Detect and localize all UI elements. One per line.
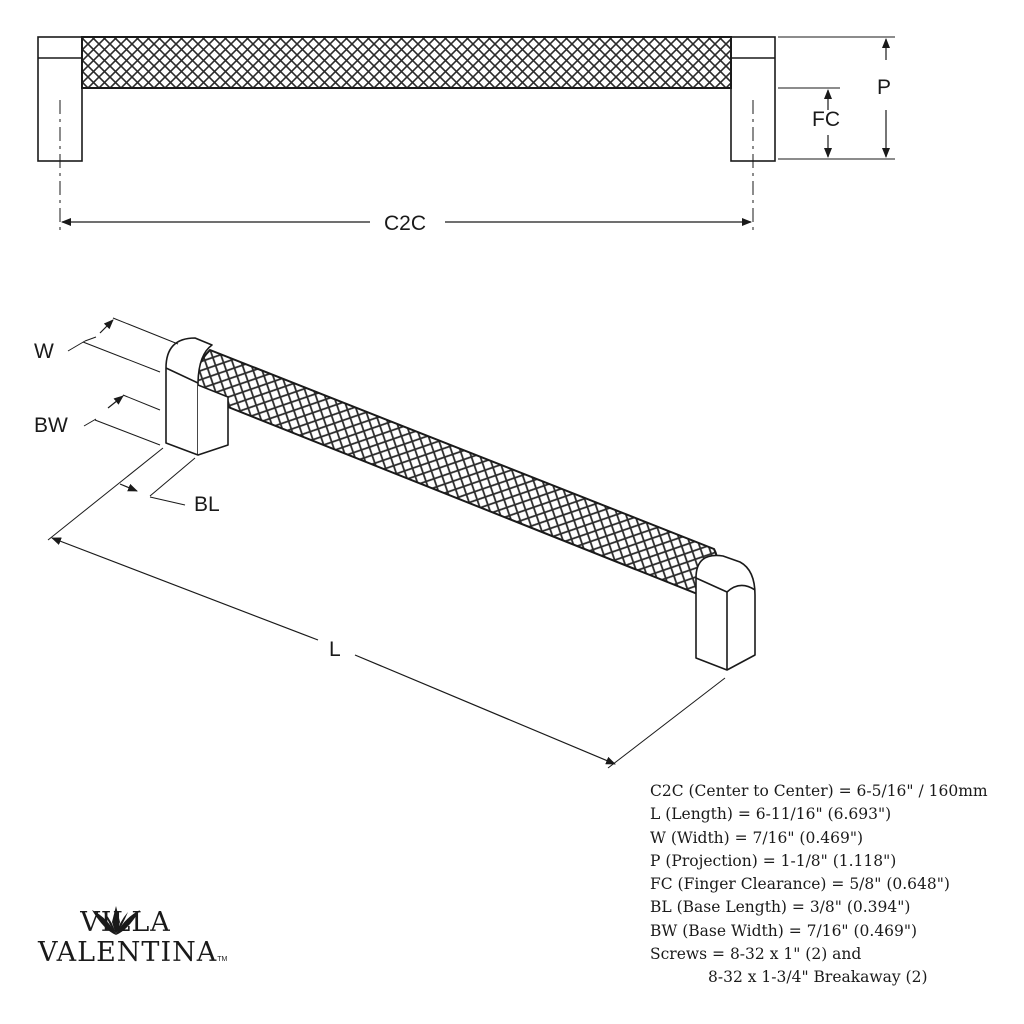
- spec-screws: Screws = 8-32 x 1" (2) and: [650, 945, 862, 964]
- label-fc: FC: [812, 108, 840, 131]
- spec-c2c: C2C (Center to Center) = 6-5/16" / 160mm: [650, 782, 988, 800]
- knurled-bar: [81, 36, 732, 89]
- iso-knurled-bar: [194, 349, 719, 596]
- brand-line2-wrap: VALENTINATM: [38, 938, 227, 975]
- spec-list: C2C (Center to Center) = 6-5/16" / 160mm…: [650, 780, 1020, 990]
- spec-screws-breakaway: 8-32 x 1-3/4" Breakaway (2): [708, 968, 928, 987]
- label-bl: BL: [194, 493, 220, 516]
- brand-tm: TM: [217, 956, 228, 963]
- brand-line1: VILLA: [80, 907, 171, 938]
- spec-projection: P (Projection) = 1-1/8" (1.118"): [650, 851, 897, 870]
- iso-right-post: [695, 554, 756, 671]
- label-c2c: C2C: [384, 212, 426, 235]
- label-l: L: [329, 638, 341, 661]
- spec-base-width: BW (Base Width) = 7/16" (0.469"): [650, 921, 918, 940]
- isometric-view: [47, 317, 756, 769]
- leaf-crest-icon: [92, 906, 140, 935]
- spec-length: L (Length) = 6-11/16" (6.693"): [650, 805, 892, 824]
- label-w: W: [34, 340, 54, 363]
- brand-logo: VILLA VALENTINATM: [38, 907, 227, 975]
- spec-width: W (Width) = 7/16" (0.469"): [650, 828, 864, 847]
- label-bw: BW: [34, 414, 68, 437]
- spec-base-length: BL (Base Length) = 3/8" (0.394"): [650, 898, 911, 917]
- brand-line2: VALENTINA: [38, 937, 218, 968]
- label-p: P: [877, 76, 891, 99]
- iso-left-post: [165, 337, 213, 456]
- left-post: [37, 36, 83, 162]
- spec-finger-clearance: FC (Finger Clearance) = 5/8" (0.648"): [650, 875, 950, 894]
- front-view: [37, 36, 895, 230]
- right-post: [730, 36, 776, 162]
